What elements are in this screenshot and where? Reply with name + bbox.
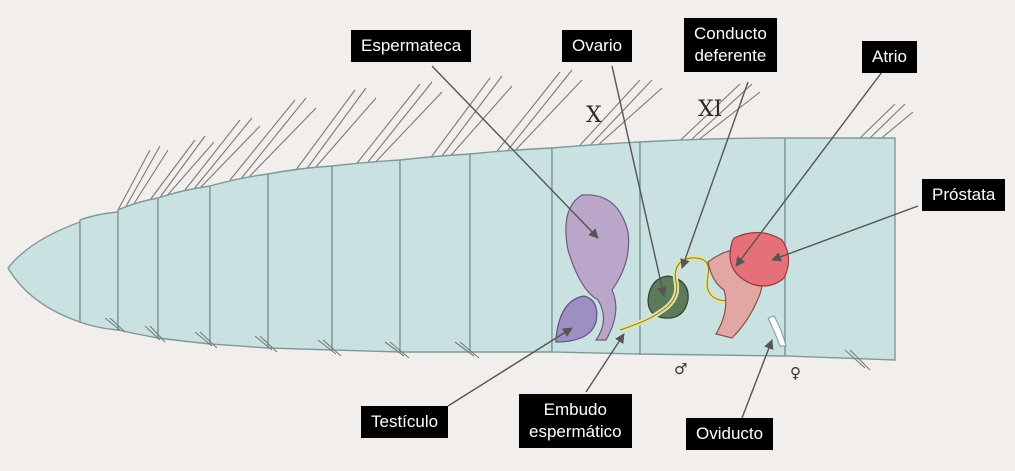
label-testiculo: Testículo bbox=[361, 406, 448, 438]
label-prostata: Próstata bbox=[922, 179, 1005, 211]
label-embudo-line2: espermático bbox=[529, 421, 622, 443]
label-conducto-deferente: Conducto deferente bbox=[684, 18, 777, 72]
label-conducto-line2: deferente bbox=[694, 45, 767, 67]
segment-xi-label: XI bbox=[698, 97, 722, 122]
label-ovario: Ovario bbox=[562, 30, 632, 62]
female-symbol: ♀ bbox=[790, 364, 801, 382]
ovary-organ bbox=[648, 276, 688, 318]
label-atrio: Atrio bbox=[862, 41, 917, 73]
label-conducto-line1: Conducto bbox=[694, 23, 767, 45]
male-symbol: ♂ bbox=[674, 360, 687, 378]
segment-x-label: X bbox=[586, 103, 602, 128]
label-espermateca: Espermateca bbox=[351, 30, 471, 62]
label-embudo-espermatico: Embudo espermático bbox=[519, 394, 632, 448]
label-embudo-line1: Embudo bbox=[529, 399, 622, 421]
label-oviducto: Oviducto bbox=[686, 418, 773, 450]
